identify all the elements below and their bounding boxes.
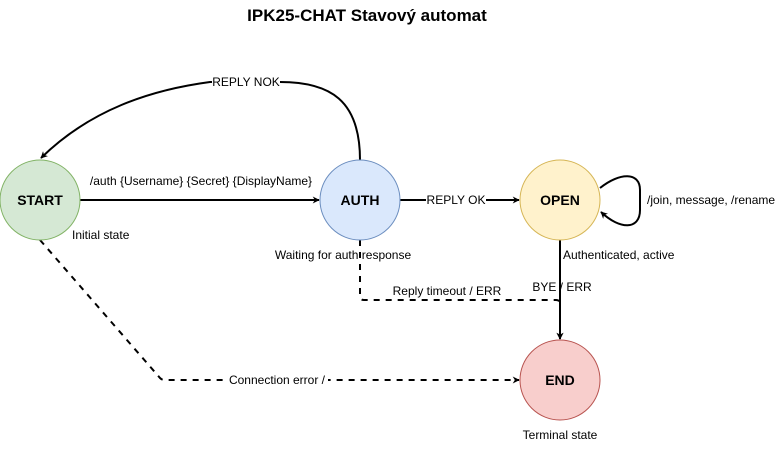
- edge-label-bye-err: BYE / ERR: [532, 280, 592, 294]
- state-end-label: END: [545, 372, 575, 388]
- edge-label-reply-ok: REPLY OK: [427, 193, 486, 207]
- state-open-note: Authenticated, active: [563, 248, 675, 262]
- edge-start-to-end: [39, 239, 520, 384]
- state-end-circle: [519, 339, 601, 421]
- edge-auth-to-start: [40, 81, 361, 161]
- edge-label-auth-command: /auth {Username} {Secret} {DisplayName}: [90, 174, 312, 188]
- state-open-label: OPEN: [540, 192, 580, 208]
- edge-label-reply-nok: REPLY NOK: [212, 75, 280, 89]
- state-end: END: [519, 339, 601, 421]
- state-start-note: Initial state: [72, 228, 130, 242]
- edge-auth-to-end: [359, 240, 564, 340]
- state-end-note: Terminal state: [523, 428, 598, 442]
- state-start-label: START: [17, 192, 63, 208]
- state-start-circle: [0, 159, 81, 241]
- edge-label-connection-error: Connection error /: [229, 373, 326, 387]
- state-open: OPEN: [519, 159, 601, 241]
- diagram-title: IPK25-CHAT Stavový automat: [247, 6, 487, 25]
- state-auth-note: Waiting for auth response: [275, 248, 412, 262]
- state-auth-label: AUTH: [341, 192, 380, 208]
- state-auth: AUTH: [319, 159, 401, 241]
- edge-label-open-commands: /join, message, /rename: [647, 193, 775, 207]
- edge-label-reply-timeout: Reply timeout / ERR: [393, 284, 502, 298]
- state-open-circle: [519, 159, 601, 241]
- state-auth-circle: [319, 159, 401, 241]
- state-start: START: [0, 159, 81, 241]
- edge-open-self-loop: [599, 175, 641, 227]
